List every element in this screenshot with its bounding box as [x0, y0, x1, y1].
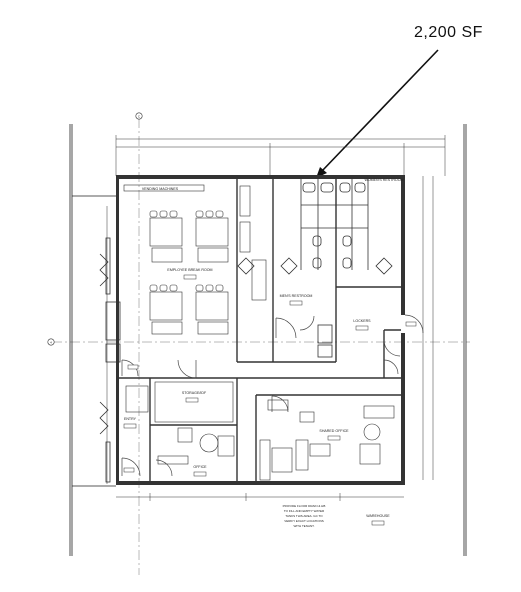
svg-text:TANKS THIS AREA. GC TO: TANKS THIS AREA. GC TO	[285, 514, 323, 518]
svg-text:WITH TENANT.: WITH TENANT.	[294, 524, 315, 528]
grid-lines	[52, 118, 470, 575]
svg-text:TO FILL AND EMPTY WATER: TO FILL AND EMPTY WATER	[284, 509, 325, 513]
office-furniture	[157, 399, 395, 481]
room-label-shared-office: SHARED OFFICE	[319, 429, 349, 433]
floor-drain-note: PROVIDE FLOOR DRAIN & HB TO FILL AND EMP…	[283, 504, 326, 528]
room-label-storage: STORAGE/IDF	[182, 391, 207, 395]
svg-text:PROVIDE FLOOR DRAIN & HB: PROVIDE FLOOR DRAIN & HB	[283, 504, 326, 508]
exterior-walls	[116, 175, 405, 485]
room-labels: VENDING MACHINES EMPLOYEE BREAK ROOM MEN…	[124, 178, 404, 518]
grid-bubble-c: C	[135, 112, 143, 120]
room-label-breakroom: EMPLOYEE BREAK ROOM	[167, 268, 212, 272]
sheet-frame	[69, 124, 467, 556]
dimension-strings	[106, 135, 446, 501]
break-room-furniture	[123, 184, 267, 423]
room-label-vending: VENDING MACHINES	[142, 187, 179, 191]
grid-bubble-4: 4	[47, 338, 55, 346]
area-callout: 2,200 SF	[414, 24, 483, 41]
interior-walls	[119, 179, 401, 481]
toilet-partitions	[237, 179, 393, 358]
chairs	[149, 210, 224, 292]
entry-storefront	[99, 237, 121, 483]
callout-arrow	[316, 49, 439, 178]
room-label-mens: MEN'S RESTROOM	[280, 294, 313, 298]
room-label-womens: WOMEN'S RESTROOM	[364, 178, 403, 182]
room-label-office: OFFICE	[193, 465, 207, 469]
room-label-lockers: LOCKERS	[353, 319, 371, 323]
room-label-entry: ENTRY	[124, 417, 137, 421]
svg-text:VERIFY EXACT LOCATIONS: VERIFY EXACT LOCATIONS	[284, 519, 324, 523]
svg-text:C: C	[138, 115, 141, 119]
room-tags	[123, 274, 417, 526]
room-label-warehouse: WAREHOUSE	[366, 514, 390, 518]
svg-text:4: 4	[50, 341, 52, 345]
